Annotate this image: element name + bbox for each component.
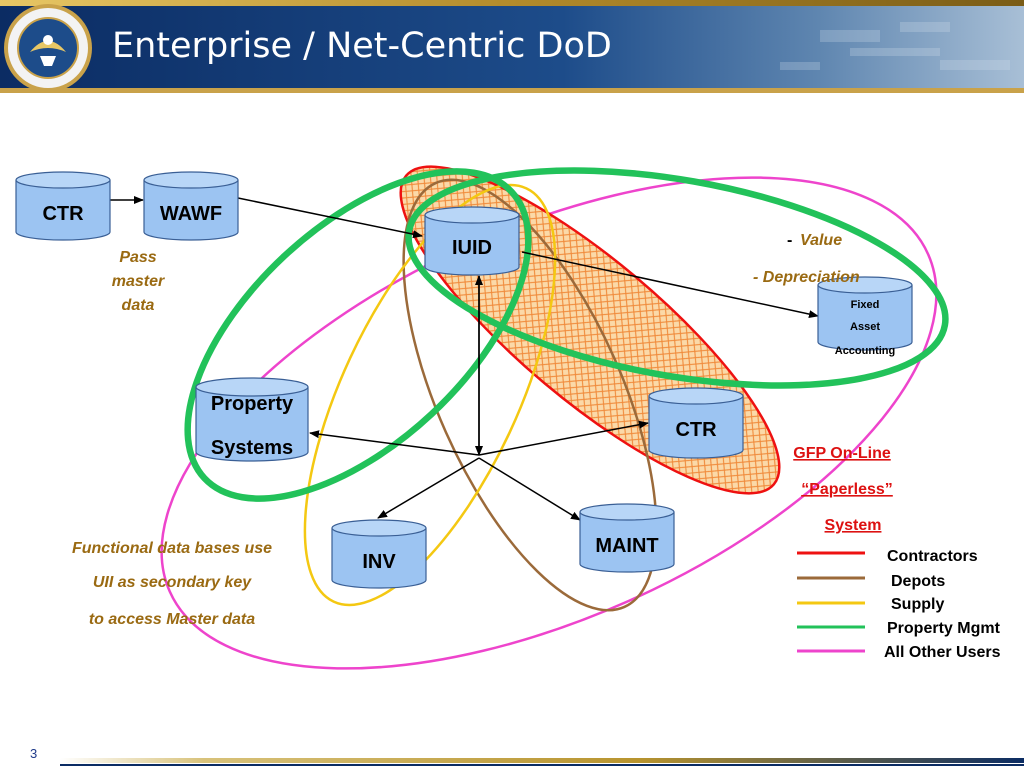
systems-label: Systems xyxy=(211,437,293,459)
functional-line-1: Functional data bases use xyxy=(72,540,272,557)
hub-to-property-arrow xyxy=(309,430,480,456)
paperless-text: “Paperless” xyxy=(801,481,893,498)
functional-line-3: to access Master data xyxy=(89,611,255,628)
master-text: master xyxy=(112,273,165,290)
pass-master-data-note: Pass master data xyxy=(112,249,165,314)
gfp-online-note: GFP On-Line “Paperless” System xyxy=(793,445,893,534)
depots-oval xyxy=(402,178,658,612)
property-systems-database: Property Systems xyxy=(195,377,309,462)
hub-to-inv-arrow xyxy=(377,457,480,519)
supply-oval xyxy=(303,183,557,607)
ctr-top-label: CTR xyxy=(42,203,84,225)
value-dash: - xyxy=(787,232,792,249)
fixed-asset-database: Fixed Asset Accounting xyxy=(817,276,913,357)
depreciation-text: - Depreciation xyxy=(753,269,860,286)
legend-label-property-mgmt: Property Mgmt xyxy=(887,620,1001,637)
functional-line-2: UII as secondary key xyxy=(93,574,252,591)
page-number: 3 xyxy=(30,746,38,761)
property-mgmt-oval-right xyxy=(405,167,949,389)
value-text: Value xyxy=(800,232,842,249)
property-mgmt-oval-left xyxy=(184,168,532,502)
iuid-label: IUID xyxy=(452,237,492,259)
inv-label: INV xyxy=(362,551,396,573)
gfp-online-text: GFP On-Line xyxy=(793,445,891,462)
legend-label-all-other-users: All Other Users xyxy=(884,644,1001,661)
legend-label-contractors: Contractors xyxy=(887,548,978,565)
header-banner: Enterprise / Net-Centric DoD xyxy=(0,0,1024,96)
functional-databases-note: Functional data bases use UII as seconda… xyxy=(72,540,272,628)
contractors-oval xyxy=(399,165,781,495)
pass-text: Pass xyxy=(119,249,156,266)
legend-label-supply: Supply xyxy=(891,596,944,613)
fixed-asset-label-2: Asset xyxy=(850,321,880,333)
wawf-label: WAWF xyxy=(160,203,222,225)
property-label: Property xyxy=(211,393,294,415)
legend-label-depots: Depots xyxy=(891,573,945,590)
ctr-middle-label: CTR xyxy=(675,419,717,441)
dod-seal-icon xyxy=(4,4,92,92)
wawf-database: WAWF xyxy=(143,171,239,241)
fixed-asset-label-1: Fixed xyxy=(851,299,880,311)
wawf-to-iuid-arrow xyxy=(237,197,423,239)
iuid-database: IUID xyxy=(424,206,520,276)
footer-stripe xyxy=(60,758,1024,766)
legend: Contractors Depots Supply Property Mgmt … xyxy=(797,548,1001,661)
footer-bar xyxy=(0,738,1024,768)
page-title: Enterprise / Net-Centric DoD xyxy=(112,26,612,66)
ctr-middle-database: CTR xyxy=(648,387,744,459)
hub-to-maint-arrow xyxy=(478,457,581,521)
inv-database: INV xyxy=(331,519,427,589)
ctr-top-database: CTR xyxy=(15,171,111,241)
iuid-to-fixed-asset-arrow xyxy=(521,251,819,319)
maint-database: MAINT xyxy=(579,503,675,573)
fixed-asset-label-3: Accounting xyxy=(835,345,896,357)
maint-label: MAINT xyxy=(595,535,658,557)
hub-to-ctr-arrow xyxy=(478,420,649,456)
system-text: System xyxy=(825,517,882,534)
data-text: data xyxy=(122,297,155,314)
header-background xyxy=(0,0,1024,93)
